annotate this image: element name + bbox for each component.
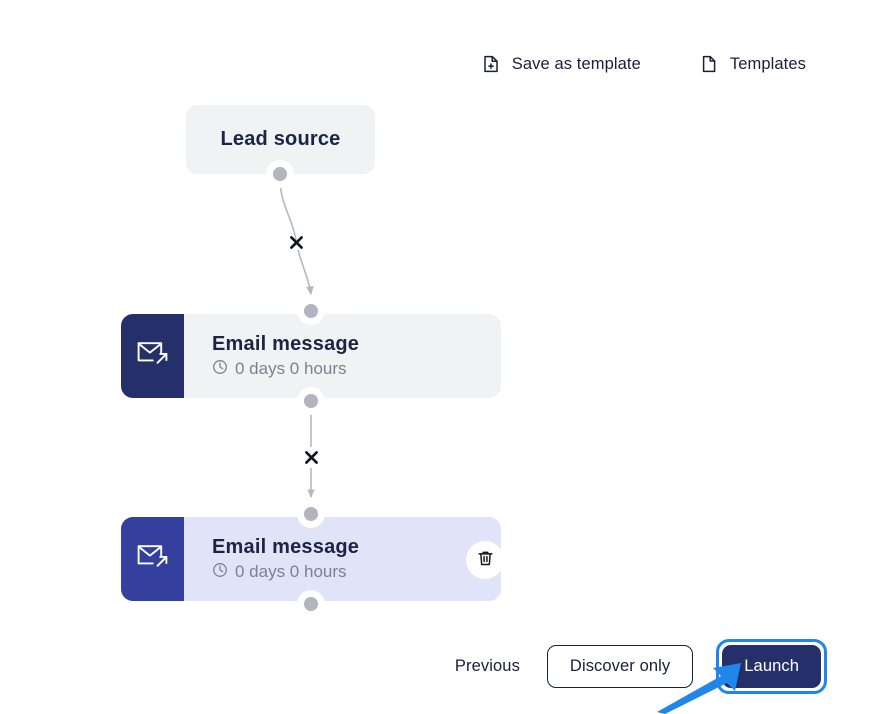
email-node-icon-panel bbox=[121, 314, 184, 398]
discover-only-button[interactable]: Discover only bbox=[546, 645, 694, 688]
email-node-delay-text: 0 days 0 hours bbox=[235, 562, 347, 582]
email-node-icon-panel bbox=[121, 517, 184, 601]
connector-dot-email-1-in[interactable] bbox=[297, 297, 325, 325]
clock-icon bbox=[212, 562, 228, 583]
email-node-delay: 0 days 0 hours bbox=[212, 359, 501, 380]
save-as-template-label: Save as template bbox=[511, 54, 641, 73]
email-node-body-2: Email message 0 days 0 hours bbox=[184, 517, 501, 601]
email-send-icon bbox=[136, 339, 170, 374]
email-node-delay: 0 days 0 hours bbox=[212, 562, 501, 583]
clock-icon bbox=[212, 359, 228, 380]
remove-edge-icon[interactable] bbox=[302, 448, 320, 466]
connector-dot-email-1-out[interactable] bbox=[297, 387, 325, 415]
launch-button-focus-ring: Launch bbox=[716, 639, 827, 694]
previous-button[interactable]: Previous bbox=[451, 651, 524, 682]
templates-button[interactable]: Templates bbox=[699, 54, 806, 74]
email-send-icon bbox=[136, 542, 170, 577]
email-node-delay-text: 0 days 0 hours bbox=[235, 359, 347, 379]
footer-actions: Previous Discover only Launch bbox=[0, 639, 870, 694]
connector-dot-email-2-in[interactable] bbox=[297, 500, 325, 528]
templates-label: Templates bbox=[729, 54, 806, 73]
delete-node-button[interactable] bbox=[466, 541, 504, 579]
email-node-title: Email message bbox=[212, 535, 360, 558]
email-node-body-1: Email message 0 days 0 hours bbox=[184, 314, 501, 398]
document-plus-icon bbox=[481, 54, 501, 74]
trash-icon bbox=[476, 549, 495, 571]
flow-toolbar: Save as template Templates bbox=[481, 54, 806, 74]
launch-button[interactable]: Launch bbox=[722, 645, 821, 688]
remove-edge-icon[interactable] bbox=[287, 233, 305, 251]
email-node-title: Email message bbox=[212, 332, 360, 355]
save-as-template-button[interactable]: Save as template bbox=[481, 54, 641, 74]
flow-node-lead-source[interactable]: Lead source bbox=[186, 105, 375, 174]
connector-dot-lead-source-out[interactable] bbox=[266, 160, 294, 188]
flow-node-email-message-2[interactable]: Email message 0 days 0 hours bbox=[121, 517, 501, 601]
flow-node-email-message-1[interactable]: Email message 0 days 0 hours bbox=[121, 314, 501, 398]
document-icon bbox=[699, 54, 719, 74]
lead-source-title: Lead source bbox=[220, 128, 341, 150]
connector-dot-email-2-out[interactable] bbox=[297, 590, 325, 618]
